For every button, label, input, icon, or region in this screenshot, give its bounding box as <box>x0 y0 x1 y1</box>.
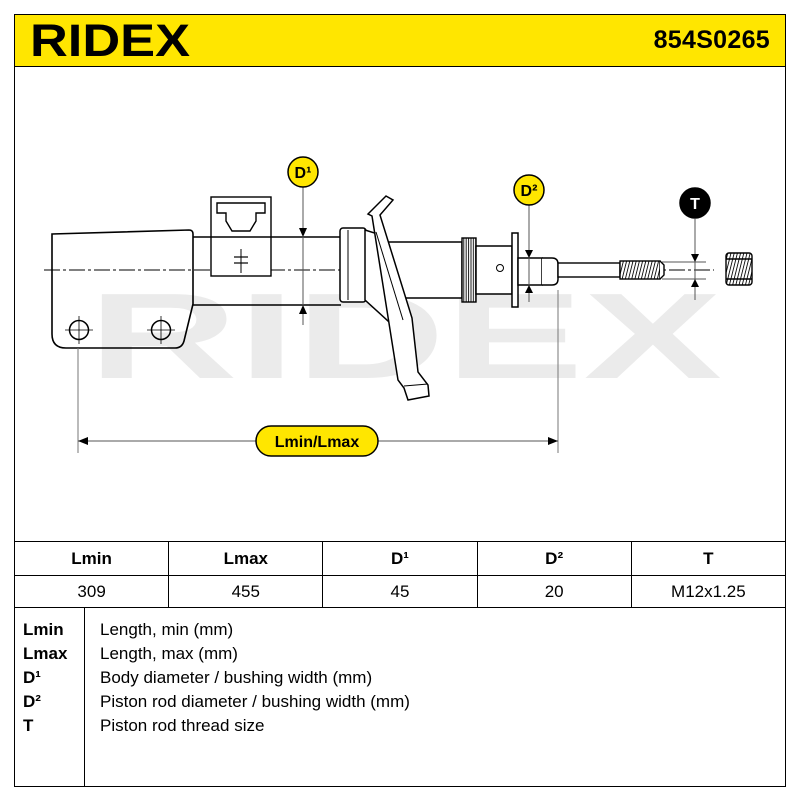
legend-key: D¹ <box>23 668 41 687</box>
spec-value-row: 309 455 45 20 M12x1.25 <box>13 575 787 608</box>
value-d2: 20 <box>476 575 632 608</box>
d1-label: D¹ <box>295 165 312 182</box>
length-label: Lmin/Lmax <box>275 434 360 451</box>
legend-item: Lmax Length, max (mm) <box>15 642 785 666</box>
legend-key: T <box>23 716 34 735</box>
rod-guide <box>475 232 559 308</box>
bolt-hole-right <box>147 316 175 344</box>
part-number: 854S0265 <box>653 26 770 54</box>
col-header-lmin: Lmin <box>13 541 170 576</box>
t-label-badge: T <box>679 187 711 219</box>
legend-desc: Piston rod thread size <box>100 716 265 735</box>
spec-table: Lmin Lmax D¹ D² T 309 455 45 20 M12x1.25 <box>13 541 787 608</box>
legend-key: Lmin <box>23 620 64 639</box>
d2-label: D² <box>521 183 538 200</box>
legend-divider <box>84 607 85 786</box>
legend-desc: Length, min (mm) <box>100 620 234 639</box>
value-lmin: 309 <box>13 575 170 608</box>
legend-item: D² Piston rod diameter / bushing width (… <box>15 690 785 714</box>
legend-item: Lmin Length, min (mm) <box>15 618 785 642</box>
col-header-d2: D² <box>476 541 632 576</box>
legend-desc: Piston rod diameter / bushing width (mm) <box>100 692 410 711</box>
mounting-bracket <box>51 229 194 349</box>
spec-header-row: Lmin Lmax D¹ D² T <box>13 541 787 576</box>
hose-clamp <box>210 196 272 277</box>
knurled-ring <box>461 237 477 303</box>
legend-item: D¹ Body diameter / bushing width (mm) <box>15 666 785 690</box>
shock-absorber-drawing: RIDEX <box>44 156 753 457</box>
t-dimension <box>662 219 706 300</box>
bolt-hole-left <box>65 316 93 344</box>
value-d1: 45 <box>322 575 478 608</box>
legend-item: T Piston rod thread size <box>15 714 785 738</box>
diagram-area <box>14 66 786 542</box>
col-header-lmax: Lmax <box>168 541 324 576</box>
legend-desc: Body diameter / bushing width (mm) <box>100 668 373 687</box>
piston-rod <box>557 260 665 280</box>
legend-key: D² <box>23 692 41 711</box>
legend-key: Lmax <box>23 644 68 663</box>
header-band: RIDEX 854S0265 <box>14 14 786 67</box>
d1-label-badge: D¹ <box>287 156 319 188</box>
t-label: T <box>690 196 700 213</box>
d2-label-badge: D² <box>513 174 545 206</box>
nut <box>725 252 753 286</box>
legend-desc: Length, max (mm) <box>100 644 238 663</box>
col-header-d1: D¹ <box>322 541 478 576</box>
legend: Lmin Length, min (mm) Lmax Length, max (… <box>14 607 786 787</box>
value-t: M12x1.25 <box>630 575 787 608</box>
length-label-badge: Lmin/Lmax <box>255 425 379 457</box>
value-lmax: 455 <box>168 575 324 608</box>
brand-wordmark: RIDEX <box>30 15 190 66</box>
col-header-t: T <box>630 541 787 576</box>
d2-dimension <box>525 205 533 302</box>
spring-seat <box>364 195 430 401</box>
d1-dimension <box>299 186 307 325</box>
ridex-logo: RIDEX <box>30 15 190 66</box>
